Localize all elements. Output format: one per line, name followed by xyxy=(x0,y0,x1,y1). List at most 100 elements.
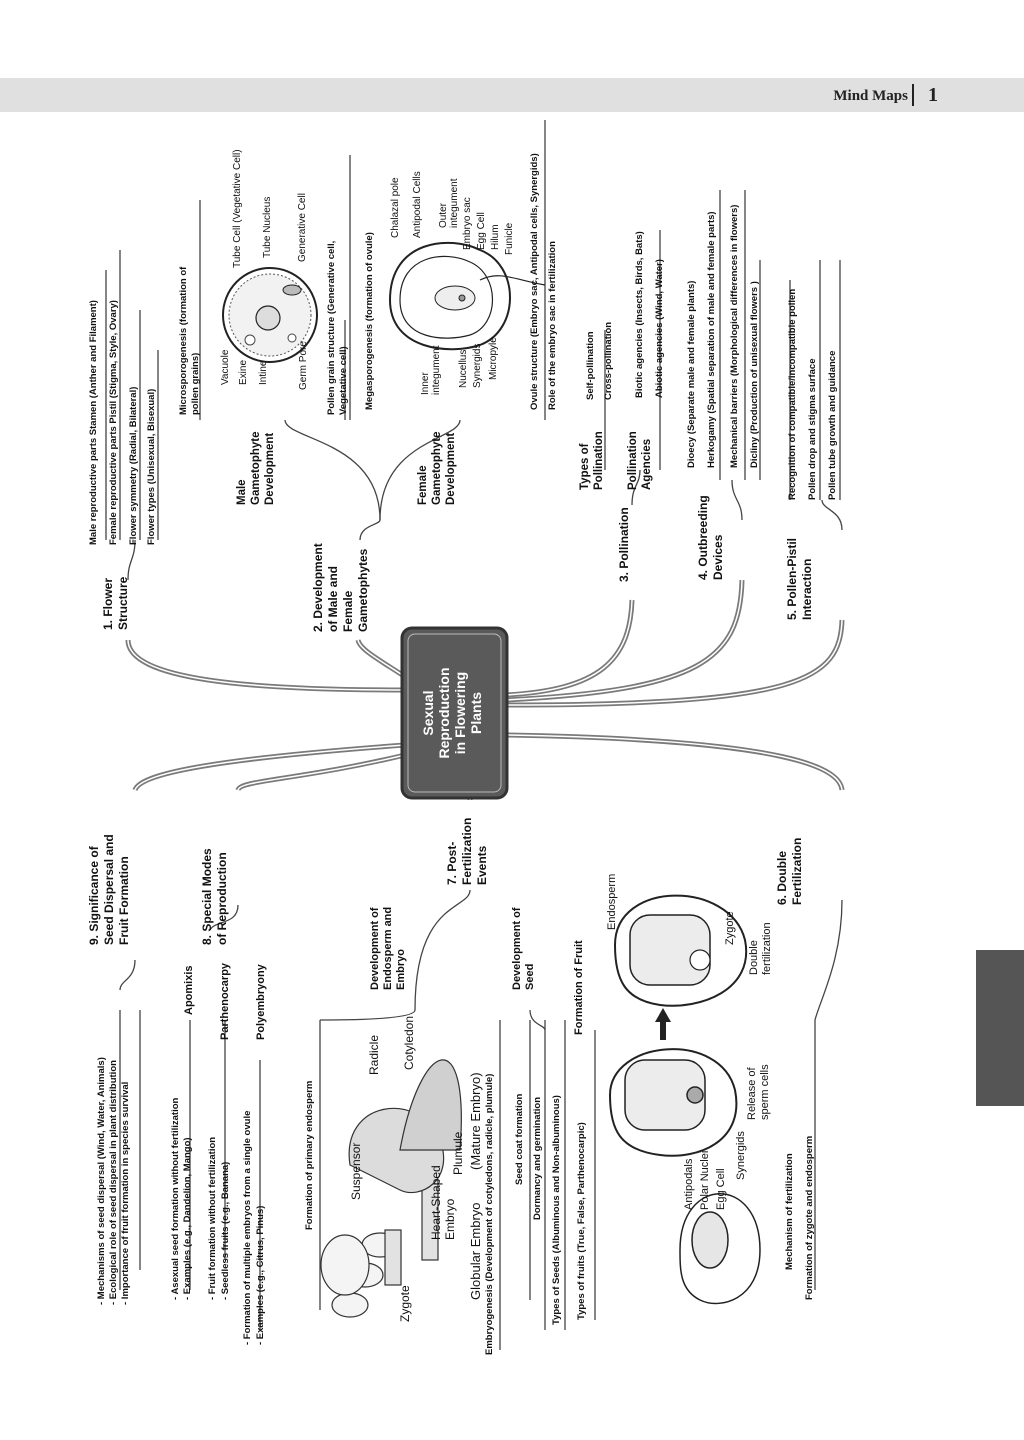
b1-title-2: Structure xyxy=(116,576,130,630)
ovule-egg-cell: Egg Cell xyxy=(476,212,487,250)
b1-item-3: Flower symmetry (Radial, Bilateral) xyxy=(128,387,139,545)
b2-female-2: Gametophyte xyxy=(431,432,443,506)
b2-ovule-structure: Ovule structure (Embryo sac, Antipodal c… xyxy=(529,153,540,410)
b9-title-2: Seed Dispersal and xyxy=(102,834,116,945)
b7-heart-1: Heart-Shaped xyxy=(429,1165,443,1240)
b1-item-2: Female reproductive parts Pistil (Stigma… xyxy=(108,300,119,545)
b8-polyembryony-1: - Formation of multiple embryos from a s… xyxy=(242,1111,253,1345)
b7-plumule: Plumule xyxy=(451,1131,465,1175)
b2-mega: Megasporogenesis (formation of ovule) xyxy=(364,232,375,410)
b4-item-4: Dicliny (Production of unisexual flowers… xyxy=(749,281,760,468)
b2-embryo-sac-role: Role of the embryo sac in fertilization xyxy=(547,241,558,410)
ovule-nucellus: Nucellus xyxy=(458,350,469,388)
b7-radicle: Radicle xyxy=(367,1035,381,1075)
b2-male-1: Male xyxy=(236,479,248,505)
b7-zygote: Zygote xyxy=(398,1285,412,1322)
b6-zygote: Zygote xyxy=(724,911,736,945)
b6-polar-nuclei: Polar Nuclei xyxy=(699,1151,711,1210)
b8-polyembryony: Polyembryony xyxy=(255,963,267,1040)
b7-globular: Globular Embryo xyxy=(468,1202,483,1300)
b2-male-2: Gametophyte xyxy=(250,432,262,506)
b4-item-3: Mechanical barriers (Morphological diffe… xyxy=(729,205,740,468)
b2-title-1: 2. Development xyxy=(311,543,325,632)
ovule-micropyle: Micropyle xyxy=(488,337,499,380)
b9-title-3: Fruit Formation xyxy=(117,856,131,945)
b5-title-2: Interaction xyxy=(800,559,814,620)
b7-suspensor: Suspensor xyxy=(349,1143,363,1200)
main-connectors-inner xyxy=(127,579,843,801)
center-line-4: Plants xyxy=(468,692,484,734)
pollen-vacuole: Vacuole xyxy=(220,349,231,385)
branch-7-post-fertilization: 7. Post- Fertilization Events Developmen… xyxy=(304,818,587,1355)
pollen-tube-nucleus: Tube Nucleus xyxy=(262,197,273,258)
b8-apomixis-1: - Asexual seed formation without fertili… xyxy=(170,1097,181,1300)
b3-title: 3. Pollination xyxy=(617,507,631,582)
b4-title-2: Devices xyxy=(711,534,725,580)
b3-cross: Cross-pollination xyxy=(603,322,614,400)
pollen-tube-cell: Tube Cell (Vegetative Cell) xyxy=(232,149,243,268)
b2-micro-1: Microsporogenesis (formation of xyxy=(178,266,189,415)
header-bar xyxy=(0,78,1024,112)
branch-1-flower-structure: 1. Flower Structure Male reproductive pa… xyxy=(88,300,157,630)
b2-micro-2: pollen grains) xyxy=(190,353,201,415)
branch-4-outbreeding: 4. Outbreeding Devices Dioecy (Separate … xyxy=(686,205,760,580)
ovule-chalazal-pole: Chalazal pole xyxy=(390,177,401,238)
b7-seed-1: Development of xyxy=(511,907,523,990)
page-number: 1 xyxy=(928,84,938,106)
b6-egg-cell: Egg Cell xyxy=(715,1168,727,1210)
b7-title-1: 7. Post- xyxy=(445,842,459,885)
b3-agencies-2: Agencies xyxy=(641,439,653,490)
b7-fruit: Formation of Fruit xyxy=(573,940,585,1035)
b7-title-2: Fertilization xyxy=(460,818,474,885)
b5-title-1: 5. Pollen-Pistil xyxy=(785,538,799,620)
branch-9-seed-dispersal: 9. Significance of Seed Dispersal and Fr… xyxy=(87,834,131,1305)
b7-endo-item-1: Formation of primary endosperm xyxy=(304,1081,315,1230)
b3-biotic: Biotic agencies (Insects, Birds, Bats) xyxy=(634,231,645,398)
b5-item-3: Pollen tube growth and guidance xyxy=(827,351,838,500)
pollen-grain-diagram xyxy=(222,267,318,363)
branch-2-gametophytes: 2. Development of Male and Female Gameto… xyxy=(178,149,558,632)
b2-pollen-structure-2: Vegetative cell) xyxy=(338,346,349,415)
b8-parthenocarpy: Parthenocarpy xyxy=(219,962,231,1040)
b8-apomixis: Apomixis xyxy=(183,965,195,1015)
b8-title-2: of Reproduction xyxy=(215,852,229,945)
b6-endosperm: Endosperm xyxy=(606,874,618,930)
b6-double-1: Double xyxy=(748,940,760,975)
sub-connectors xyxy=(105,120,843,1350)
b6-release-1: Release of xyxy=(746,1066,758,1120)
b7-endo-item-2: Embryogenesis (Development of cotyledons… xyxy=(484,1074,495,1355)
b1-item-1: Male reproductive parts Stamen (Anther a… xyxy=(88,300,99,545)
b9-item-1: - Mechanisms of seed dispersal (Wind, Wa… xyxy=(96,1057,107,1305)
b9-item-3: - Importance of fruit formation in speci… xyxy=(120,1082,131,1305)
b7-endo-1: Development of xyxy=(369,907,381,990)
b6-item-1: Mechanism of fertilization xyxy=(784,1153,795,1270)
ovule-inner-1: Inner xyxy=(420,372,431,395)
b2-title-2: of Male and xyxy=(326,566,340,632)
b7-seed-item-2: Dormancy and germination xyxy=(532,1097,543,1220)
b8-polyembryony-2: - Examples (e.g., Citrus, Pinus) xyxy=(255,1206,266,1345)
side-tab xyxy=(976,950,1024,1106)
b7-heart-2: Embryo xyxy=(443,1198,457,1240)
ovule-hilum: Hilum xyxy=(490,224,501,250)
b7-seed-item-1: Seed coat formation xyxy=(514,1093,525,1185)
header-title: Mind Maps xyxy=(833,88,908,104)
pollen-exine: Exine xyxy=(238,360,249,385)
b7-seed-item-3: Types of Seeds (Albuminous and Non-album… xyxy=(551,1095,562,1325)
b8-apomixis-2: - Examples (e.g., Dandelion, Mango) xyxy=(182,1137,193,1300)
ovule-outer-1: Outer xyxy=(438,202,449,228)
b1-item-4: Flower types (Unisexual, Bisexual) xyxy=(146,389,157,545)
b9-title-1: 9. Significance of xyxy=(87,845,101,945)
b6-item-2: Formation of zygote and endosperm xyxy=(804,1136,815,1300)
b2-title-4: Gametophytes xyxy=(356,548,370,632)
b2-female-3: Development xyxy=(445,433,457,505)
center-line-1: Sexual xyxy=(420,690,436,735)
b6-antipodals: Antipodals xyxy=(683,1158,695,1210)
b2-pollen-structure-1: Pollen grain structure (Generative cell, xyxy=(326,241,337,415)
arrow-head-icon xyxy=(655,1008,671,1022)
b7-cotyledon: Cotyledon xyxy=(402,1016,416,1070)
b6-title-2: Fertilization xyxy=(790,838,804,905)
b8-parthenocarpy-1: - Fruit formation without fertilization xyxy=(207,1137,218,1300)
b7-title-3: Events xyxy=(475,845,489,885)
b4-title-1: 4. Outbreeding xyxy=(696,495,710,580)
